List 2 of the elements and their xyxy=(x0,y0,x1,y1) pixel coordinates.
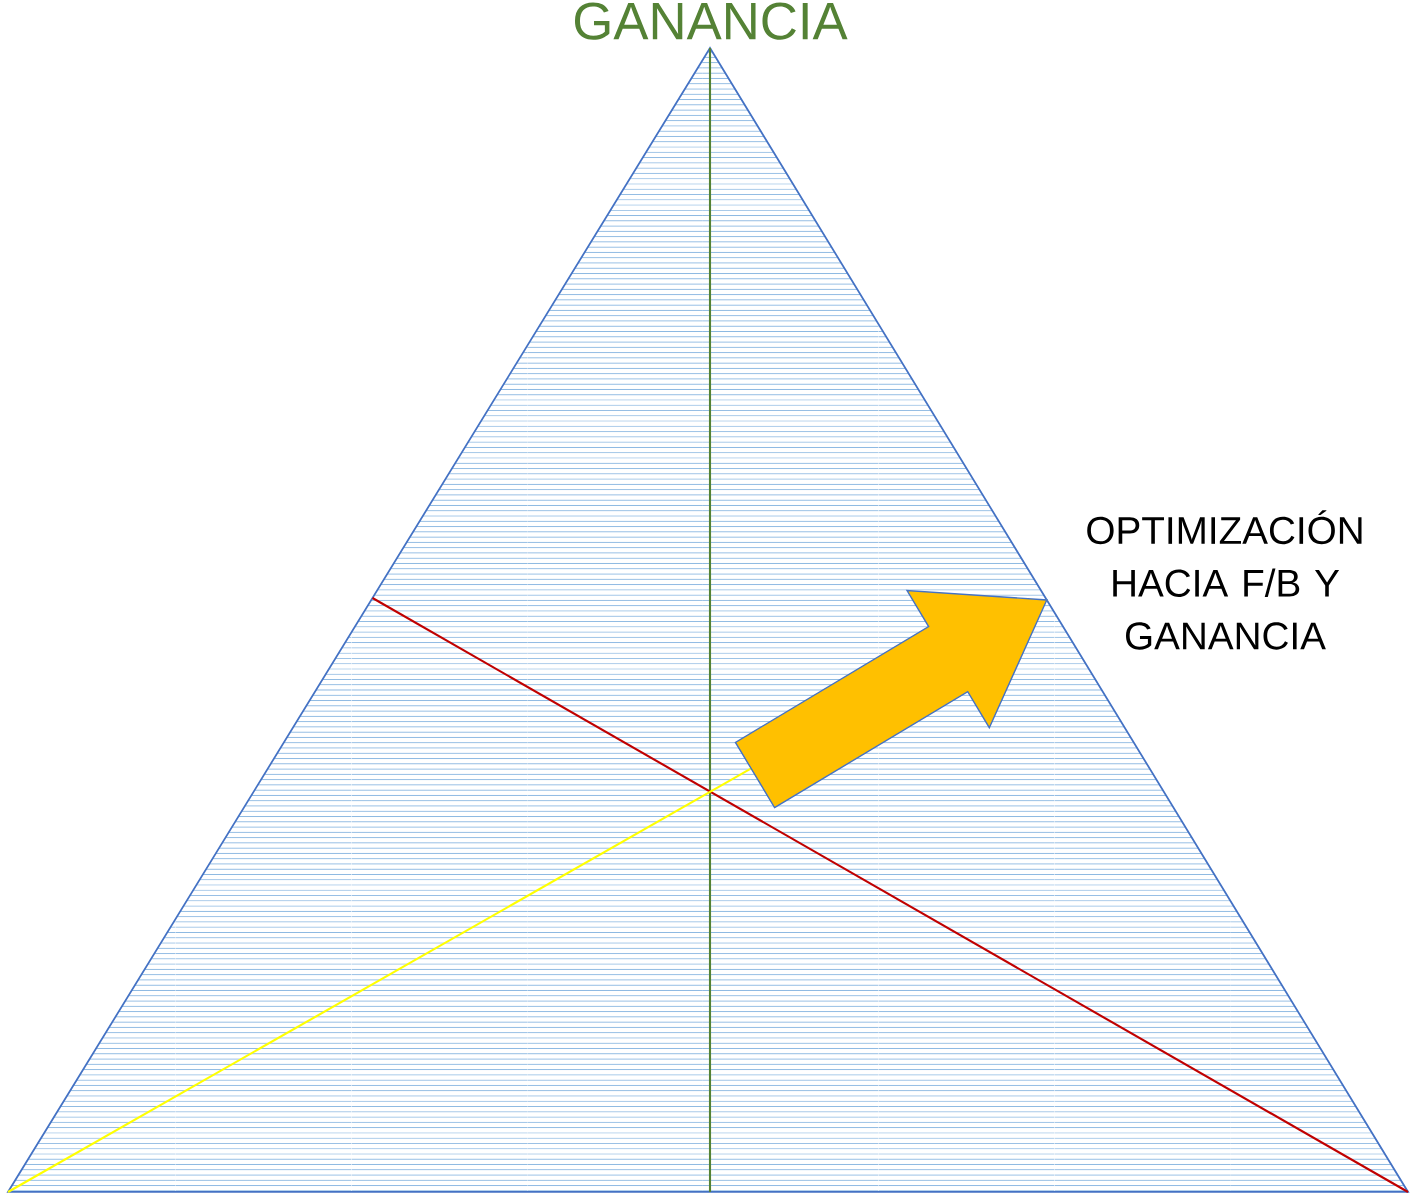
vertex-label: OPTIMIZACIÓN HACIA F/B Y GANANCIA xyxy=(1087,510,1362,650)
vertex-label: GANANCIA xyxy=(574,2,848,40)
